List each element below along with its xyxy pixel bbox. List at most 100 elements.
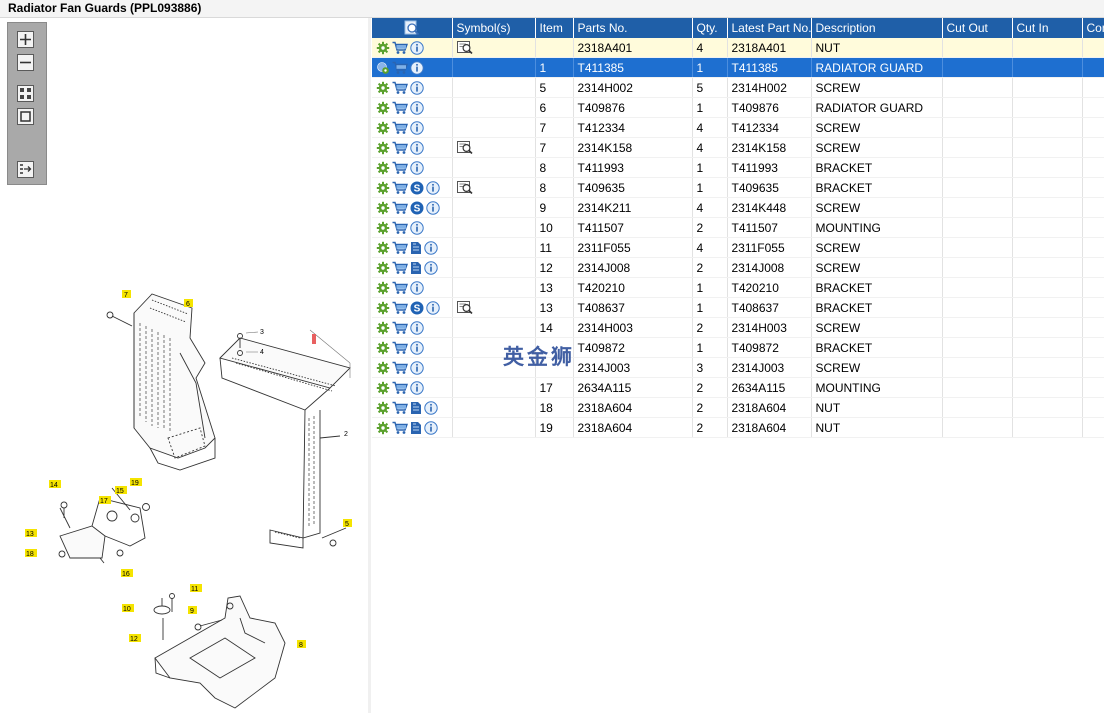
info-icon[interactable]: [424, 400, 438, 415]
cart-icon[interactable]: [392, 301, 408, 315]
zoom-in-button[interactable]: [17, 31, 34, 48]
gear-icon[interactable]: [376, 421, 390, 435]
cart-icon[interactable]: [392, 241, 408, 255]
column-header-comment[interactable]: Comment: [1082, 18, 1104, 38]
info-icon[interactable]: [426, 200, 440, 215]
document-icon[interactable]: [410, 261, 422, 275]
cart-icon[interactable]: [392, 401, 408, 415]
document-icon[interactable]: [410, 421, 422, 435]
column-header-symbols[interactable]: Symbol(s): [452, 18, 536, 38]
cart-icon[interactable]: [392, 261, 408, 275]
gear-icon[interactable]: [376, 361, 390, 375]
column-header-cut-out[interactable]: Cut Out: [942, 18, 1013, 38]
cart-icon[interactable]: [392, 181, 408, 195]
gear-icon[interactable]: [376, 181, 390, 195]
info-icon[interactable]: [410, 140, 424, 155]
gear-icon[interactable]: [376, 221, 390, 235]
info-icon[interactable]: [410, 80, 424, 95]
gear-icon[interactable]: [376, 101, 390, 115]
cart-icon[interactable]: [392, 201, 408, 215]
cart-icon[interactable]: [392, 161, 408, 175]
gear-icon[interactable]: [376, 241, 390, 255]
gear-icon[interactable]: [376, 381, 390, 395]
drawing-lookup-icon[interactable]: [456, 40, 473, 54]
column-header-actions[interactable]: [372, 18, 453, 38]
gear-icon[interactable]: [376, 341, 390, 355]
export-list-button[interactable]: [17, 161, 34, 178]
illustration-pane[interactable]: 7 6 3 4 2 5 14 15 19 17 13 18 16 11 10 9…: [0, 18, 369, 713]
cart-icon[interactable]: [392, 341, 408, 355]
cart-icon[interactable]: [392, 321, 408, 335]
info-icon[interactable]: [410, 60, 424, 75]
document-icon[interactable]: [410, 401, 422, 415]
info-icon[interactable]: [410, 340, 424, 355]
cart-icon[interactable]: [392, 41, 408, 55]
gear-icon[interactable]: [376, 41, 390, 55]
cart-icon[interactable]: [392, 361, 408, 375]
info-icon[interactable]: [410, 320, 424, 335]
column-header-latest-part-no[interactable]: Latest Part No.: [727, 18, 812, 38]
info-icon[interactable]: [410, 360, 424, 375]
column-header-qty[interactable]: Qty.: [692, 18, 728, 38]
fit-all-button[interactable]: [17, 85, 34, 102]
gear-icon[interactable]: [376, 261, 390, 275]
info-icon[interactable]: [424, 260, 438, 275]
info-icon[interactable]: [424, 420, 438, 435]
info-icon[interactable]: [410, 220, 424, 235]
cart-icon[interactable]: [392, 61, 408, 75]
column-header-parts-no[interactable]: Parts No.: [573, 18, 693, 38]
info-icon[interactable]: [410, 120, 424, 135]
gear-icon[interactable]: [376, 161, 390, 175]
column-header-item[interactable]: Item: [535, 18, 574, 38]
info-icon[interactable]: [426, 180, 440, 195]
cart-icon[interactable]: [392, 221, 408, 235]
gear-icon[interactable]: [376, 321, 390, 335]
cart-icon[interactable]: [392, 101, 408, 115]
drawing-lookup-icon[interactable]: [456, 180, 473, 194]
supersession-icon[interactable]: S: [410, 181, 424, 195]
info-icon[interactable]: [410, 280, 424, 295]
globe-gear-icon[interactable]: [376, 61, 390, 75]
supersession-icon[interactable]: S: [410, 201, 424, 215]
drawing-lookup-icon[interactable]: [456, 140, 473, 154]
gear-icon[interactable]: [376, 281, 390, 295]
supersession-icon[interactable]: S: [410, 301, 424, 315]
column-header-cut-in[interactable]: Cut In: [1012, 18, 1083, 38]
cart-icon[interactable]: [392, 381, 408, 395]
info-icon[interactable]: [424, 240, 438, 255]
cart-icon[interactable]: [392, 121, 408, 135]
info-icon[interactable]: [410, 160, 424, 175]
column-header-description[interactable]: Description: [811, 18, 943, 38]
info-icon[interactable]: [410, 100, 424, 115]
info-icon[interactable]: [410, 40, 424, 55]
cart-icon[interactable]: [392, 421, 408, 435]
info-icon[interactable]: [426, 300, 440, 315]
cart-icon[interactable]: [392, 141, 408, 155]
fit-window-button[interactable]: [17, 108, 34, 125]
pane-splitter[interactable]: [368, 18, 371, 713]
cart-icon[interactable]: [392, 81, 408, 95]
gear-icon[interactable]: [376, 401, 390, 415]
info-icon[interactable]: [410, 380, 424, 395]
gear-icon[interactable]: [376, 201, 390, 215]
gear-icon[interactable]: [376, 301, 390, 315]
